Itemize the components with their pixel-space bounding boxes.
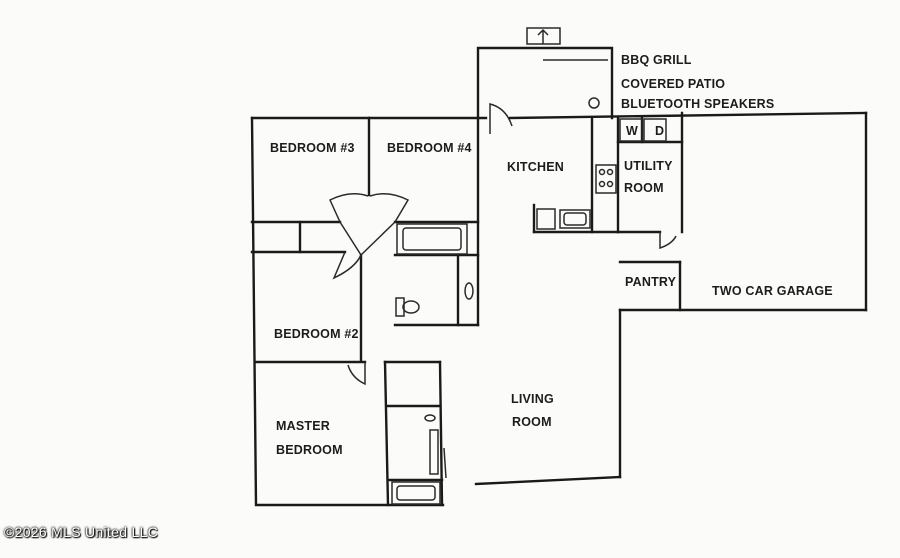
- washer-dryer: [619, 118, 667, 142]
- speaker-icon: [588, 97, 600, 109]
- watermark: ©2026 MLS United LLC: [4, 524, 159, 540]
- dishwasher-icon: [536, 208, 556, 230]
- label-utility: UTILITY: [624, 159, 673, 173]
- label-kitchen: KITCHEN: [507, 160, 564, 174]
- bathtub-icon: [396, 223, 468, 255]
- label-bbq-grill: BBQ GRILL: [621, 53, 692, 67]
- label-bluetooth-speakers: BLUETOOTH SPEAKERS: [621, 97, 774, 111]
- label-living-room: ROOM: [512, 415, 552, 429]
- kitchen-sink-icon: [559, 209, 591, 229]
- bathtub-icon-2: [391, 481, 441, 505]
- house-outline: [250, 111, 868, 507]
- patio-door: [489, 103, 513, 134]
- label-master: MASTER: [276, 419, 330, 433]
- label-living: LIVING: [511, 392, 554, 406]
- label-garage: TWO CAR GARAGE: [712, 284, 833, 298]
- sink-icon: [464, 282, 474, 300]
- label-dryer: D: [655, 124, 664, 138]
- label-bedroom-4: BEDROOM #4: [387, 141, 472, 155]
- label-pantry: PANTRY: [625, 275, 677, 289]
- label-master-bedroom: BEDROOM: [276, 443, 343, 457]
- toilet-icon: [395, 297, 420, 317]
- stove-icon: [595, 164, 617, 194]
- label-washer: W: [626, 124, 638, 138]
- covered-patio-walls: [476, 46, 614, 120]
- vanity-icon: [424, 414, 447, 479]
- interior-walls: [250, 111, 684, 507]
- bbq-grill-icon: [526, 27, 608, 61]
- label-utility-room: ROOM: [624, 181, 664, 195]
- label-bedroom-2: BEDROOM #2: [274, 327, 359, 341]
- doors: [329, 193, 677, 386]
- label-bedroom-3: BEDROOM #3: [270, 141, 355, 155]
- label-covered-patio: COVERED PATIO: [621, 77, 725, 91]
